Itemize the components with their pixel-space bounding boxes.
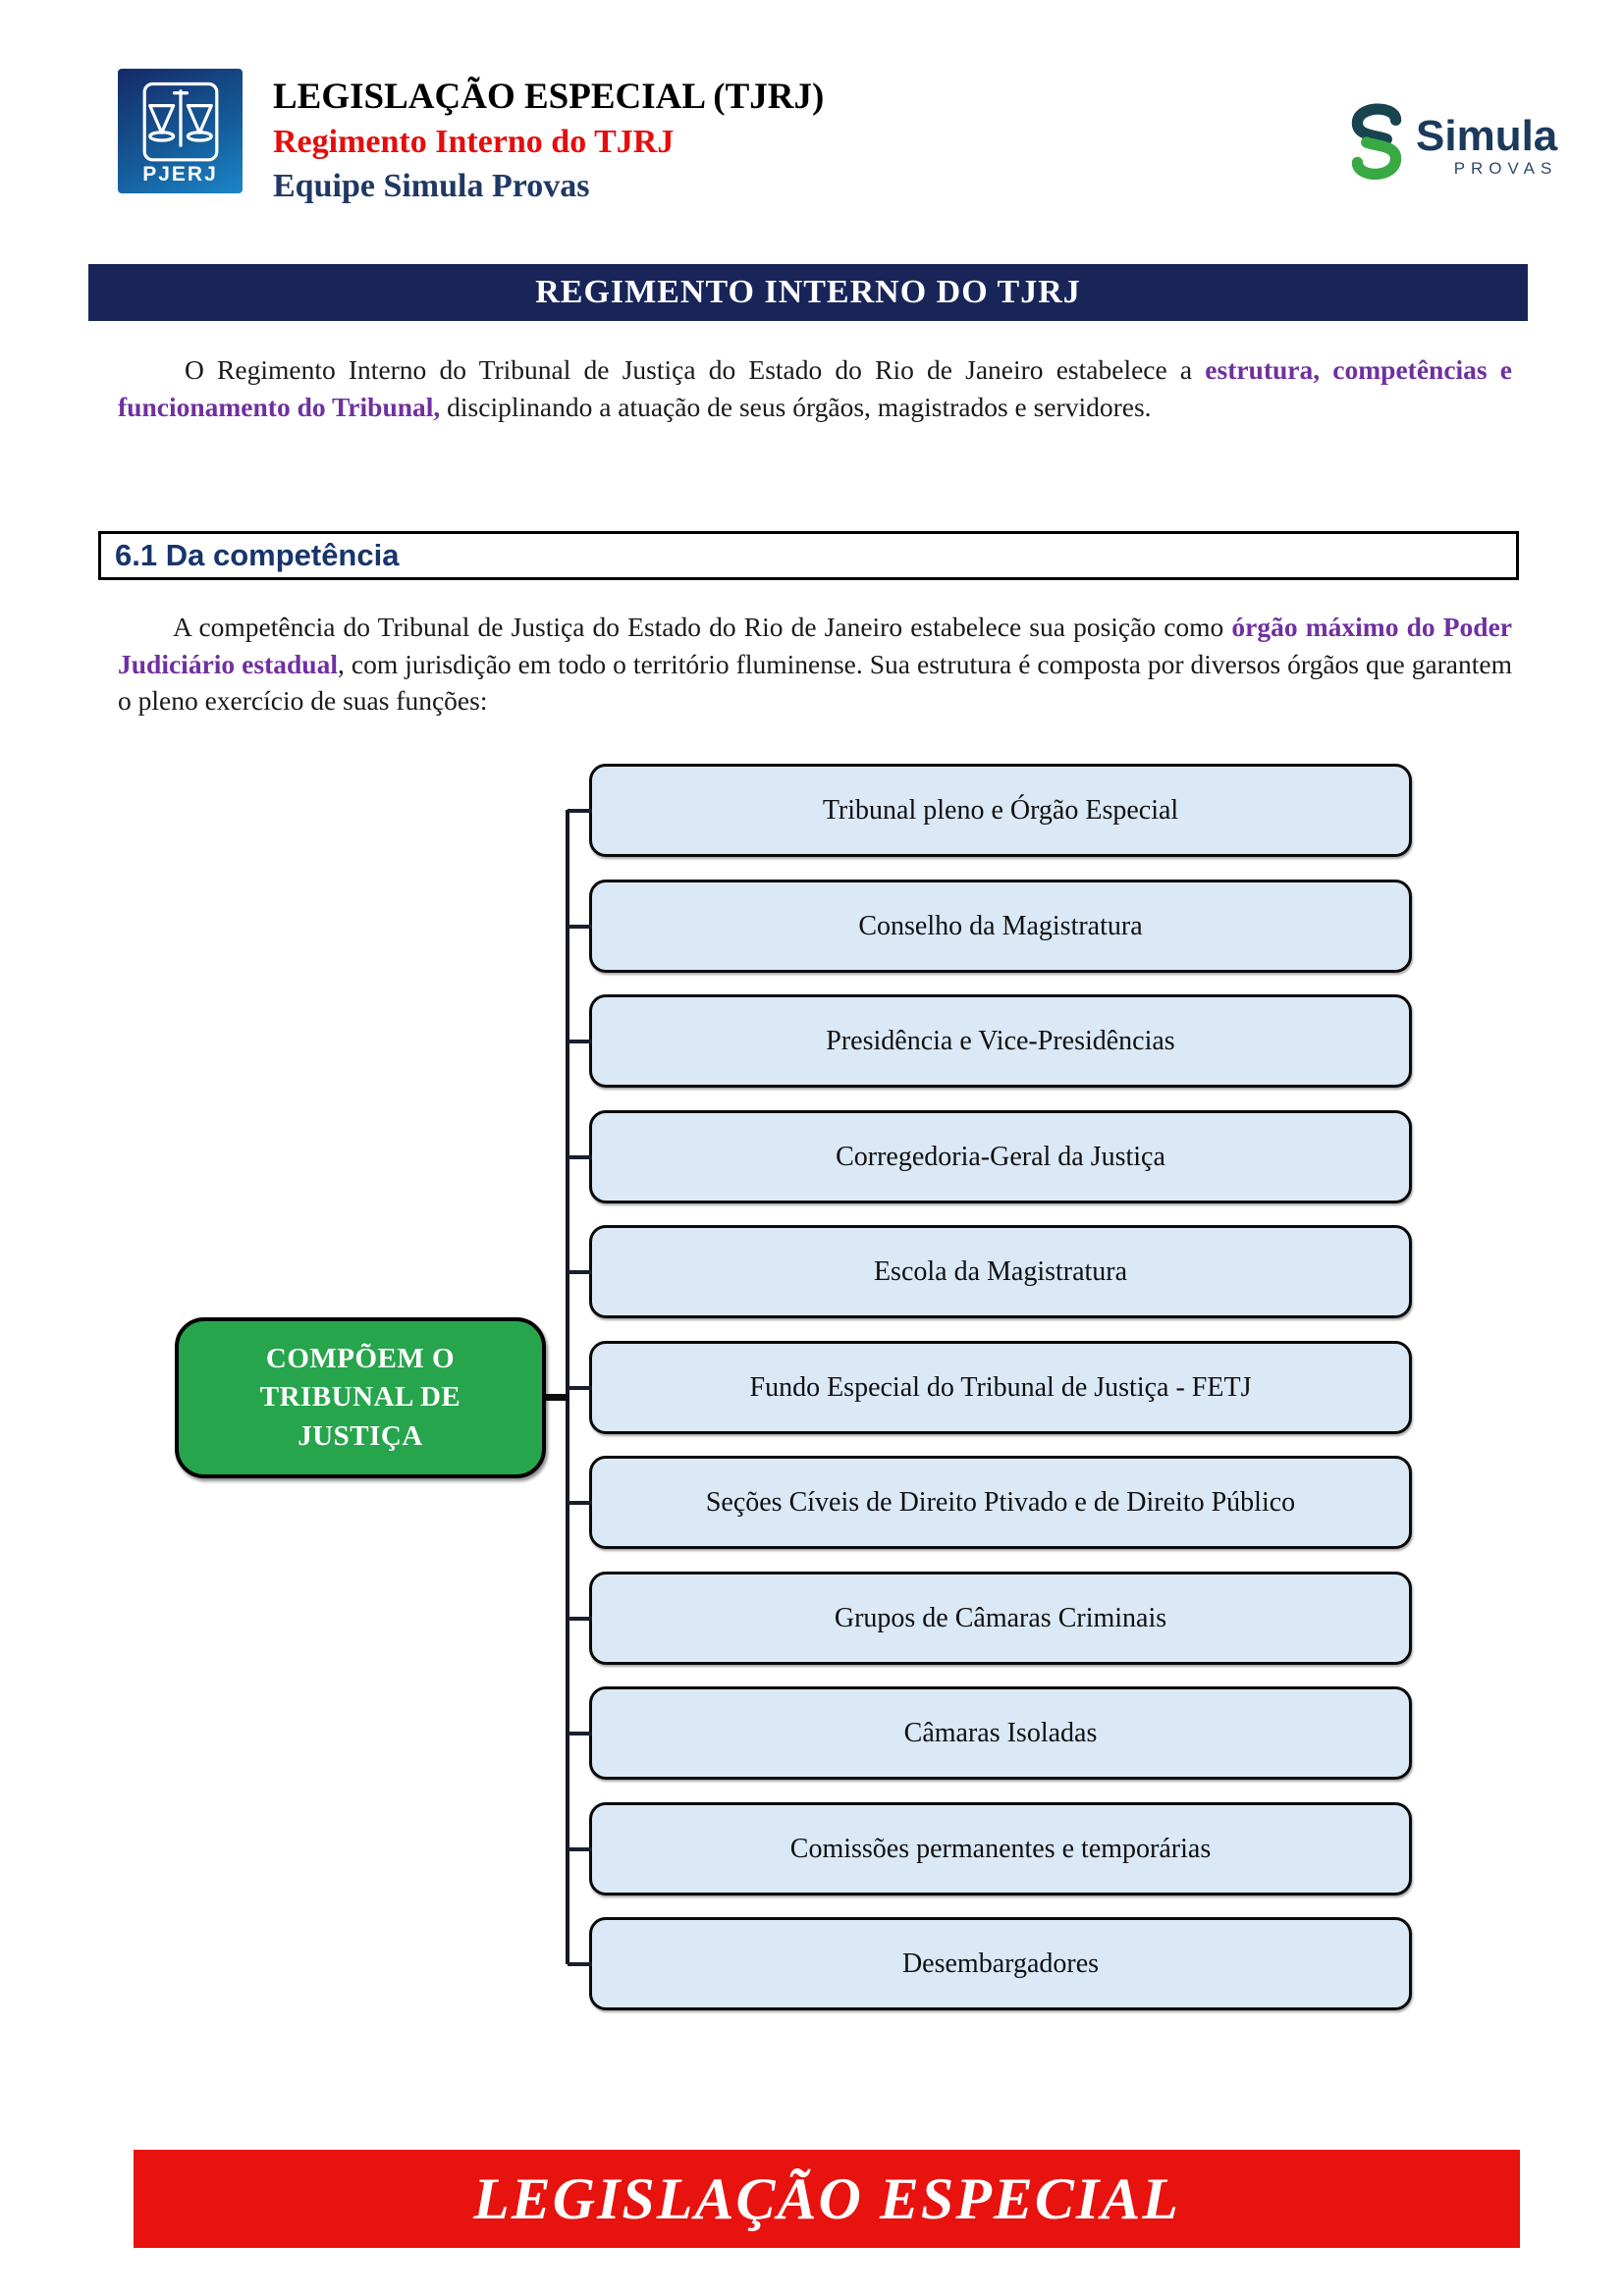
organ-box: Câmaras Isoladas: [568, 1686, 1412, 1780]
organ-box: Grupos de Câmaras Criminais: [568, 1572, 1412, 1665]
pjerj-logo: PJERJ: [118, 69, 243, 193]
simula-s-icon: [1351, 103, 1402, 180]
scales-of-justice-icon: [142, 81, 218, 162]
title-banner: REGIMENTO INTERNO DO TJRJ: [88, 264, 1528, 321]
root-connector-line: [546, 1394, 569, 1401]
brand-tagline: PROVAS: [1453, 159, 1558, 178]
intro-rest: disciplinando a atuação de seus órgãos, …: [447, 391, 1152, 422]
simula-wordmark: Simula PROVAS: [1416, 112, 1558, 178]
competencia-lead: A competência do Tribunal de Justiça do …: [173, 612, 1224, 642]
organ-box: Desembargadores: [568, 1917, 1412, 2010]
team-label: Equipe Simula Provas: [273, 168, 590, 204]
simula-provas-logo: Simula PROVAS: [1341, 101, 1557, 187]
competencia-paragraph: A competência do Tribunal de Justiça do …: [118, 609, 1512, 720]
root-node: COMPÕEM O TRIBUNAL DE JUSTIÇA: [175, 1317, 546, 1478]
brand-name: Simula: [1416, 112, 1558, 160]
intro-highlight: estrutura, competências e funcionamento …: [118, 354, 1513, 422]
pjerj-logo-label: PJERJ: [142, 163, 218, 186]
organ-box: Corregedoria-Geral da Justiça: [568, 1110, 1412, 1203]
footer-banner: LEGISLAÇÃO ESPECIAL: [134, 2150, 1520, 2248]
intro-paragraph: O Regimento Interno do Tribunal de Justi…: [118, 351, 1512, 425]
organ-box: Conselho da Magistratura: [568, 880, 1412, 973]
connector-spine: [566, 810, 569, 1964]
footer-banner-text: LEGISLAÇÃO ESPECIAL: [473, 2165, 1180, 2231]
intro-lead: O Regimento Interno do Tribunal de Justi…: [185, 354, 1193, 385]
organ-box: Seções Cíveis de Direito Ptivado e de Di…: [568, 1456, 1412, 1549]
organ-box: Tribunal pleno e Órgão Especial: [568, 764, 1412, 857]
organ-box: Comissões permanentes e temporárias: [568, 1802, 1412, 1896]
section-heading-label: 6.1 Da competência: [115, 538, 400, 572]
header-text-block: LEGISLAÇÃO ESPECIAL (TJRJ) Regimento Int…: [273, 79, 824, 203]
organ-box: Presidência e Vice-Presidências: [568, 994, 1412, 1088]
course-subtitle: Regimento Interno do TJRJ: [273, 124, 675, 160]
organ-box: Escola da Magistratura: [568, 1225, 1412, 1318]
competencia-rest: , com jurisdição em todo o território fl…: [118, 648, 1513, 717]
title-banner-text: REGIMENTO INTERNO DO TJRJ: [535, 274, 1081, 310]
course-title: LEGISLAÇÃO ESPECIAL (TJRJ): [273, 77, 825, 117]
section-heading-box: 6.1 Da competência: [98, 531, 1519, 580]
organ-box: Fundo Especial do Tribunal de Justiça - …: [568, 1341, 1412, 1434]
competencia-highlight: órgão máximo do Poder Judiciário estadua…: [118, 612, 1512, 679]
